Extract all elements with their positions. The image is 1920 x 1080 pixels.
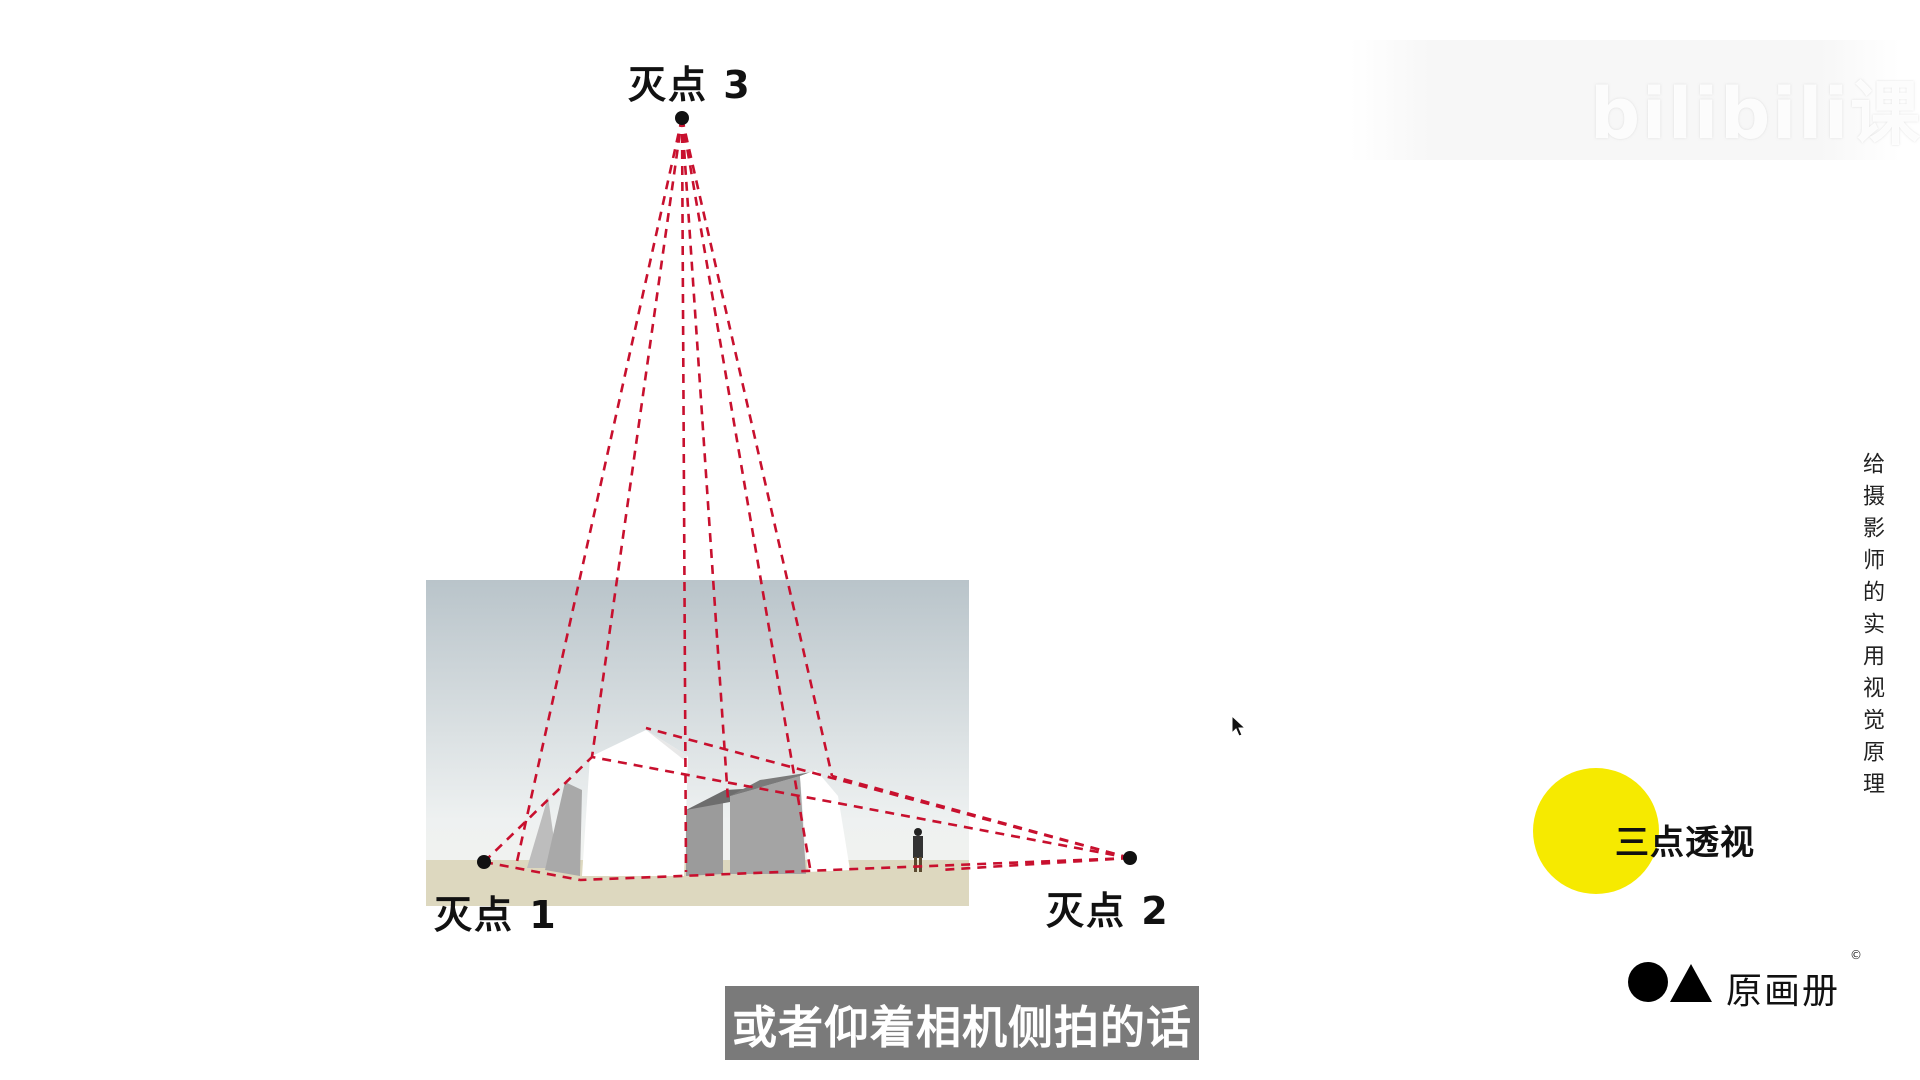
brand-name: 原画册 — [1726, 971, 1841, 1012]
building-right-roof — [730, 772, 812, 796]
building-right-white — [800, 770, 850, 872]
topic-dot-icon — [1533, 768, 1659, 894]
vp3-dot — [675, 111, 689, 125]
lines-to-vp3 — [514, 117, 834, 873]
copyright-mark: © — [1850, 948, 1862, 962]
lines-to-vp2 — [579, 726, 1131, 882]
subtitle-text: 或者仰着相机侧拍的话 — [731, 1000, 1192, 1054]
triangle-icon — [1670, 964, 1712, 1002]
vp2-dot — [1123, 851, 1137, 865]
watermark: bilibili课堂 — [1350, 40, 1920, 160]
building-group — [527, 730, 850, 876]
building-middle-gray — [686, 800, 723, 876]
subtitle-box: 或者仰着相机侧拍的话 — [725, 986, 1199, 1060]
vp2-label: 灭点 2 — [1046, 889, 1170, 933]
vp3-label: 灭点 3 — [628, 63, 752, 107]
topic-label: 三点透视 — [1615, 823, 1755, 863]
person-figure — [913, 828, 923, 872]
watermark-logo: bilibili课堂 — [1590, 73, 1920, 155]
building-wall-left-shade-2 — [545, 782, 582, 876]
vertical-series-title: 给摄影师的实用视觉原理 — [1859, 452, 1884, 804]
circle-icon — [1628, 962, 1668, 1002]
arrow-cursor-icon — [1231, 715, 1247, 737]
building-roof-shade — [646, 730, 688, 760]
vp1-dot — [477, 855, 491, 869]
building-right-gray — [730, 776, 806, 874]
vp1-label: 灭点 1 — [434, 893, 558, 937]
building-main-white — [582, 730, 688, 876]
lines-to-vp1 — [483, 756, 593, 882]
